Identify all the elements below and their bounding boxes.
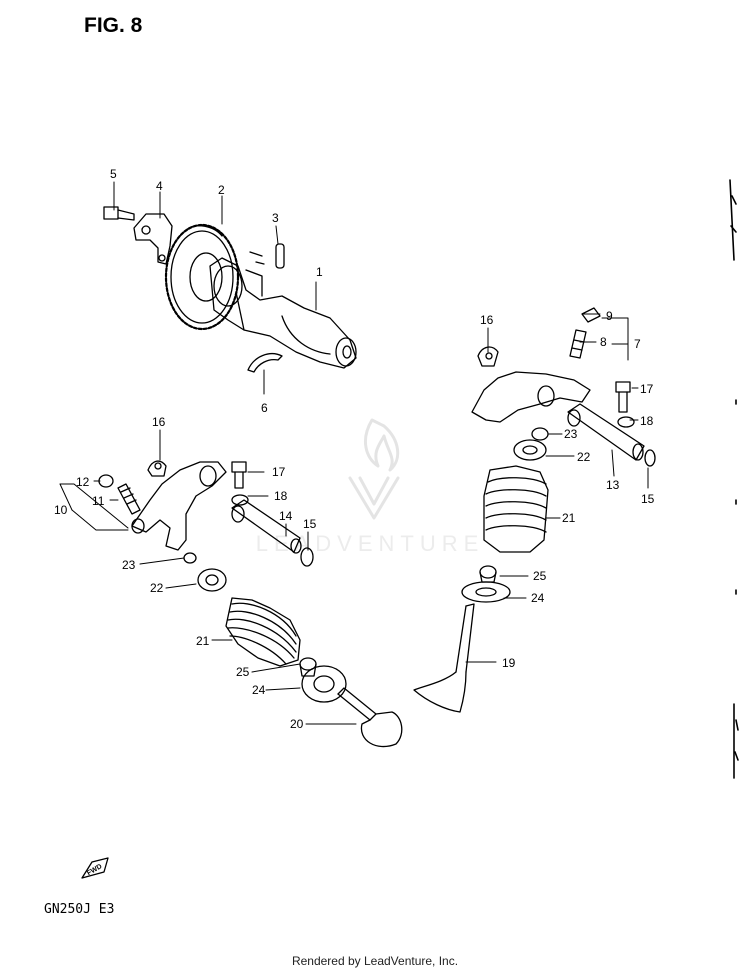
nut-12 bbox=[98, 474, 114, 488]
callout-25-right: 25 bbox=[533, 569, 547, 583]
callout-2: 2 bbox=[218, 183, 225, 197]
callout-20: 20 bbox=[290, 717, 304, 731]
nut-23-right bbox=[531, 427, 549, 441]
washer-18-right bbox=[617, 416, 635, 428]
scan-edge-marks bbox=[729, 179, 739, 779]
callout-23-right: 23 bbox=[564, 427, 578, 441]
spring-21-left bbox=[225, 597, 301, 667]
callout-19: 19 bbox=[502, 656, 516, 670]
callout-7: 7 bbox=[634, 337, 641, 351]
callout-13: 13 bbox=[606, 478, 620, 492]
callout-labels: 1 2 3 4 5 6 7 8 9 10 11 12 13 14 15 15 1… bbox=[54, 167, 655, 877]
rocker-shaft-right bbox=[567, 403, 645, 461]
callout-11: 11 bbox=[92, 494, 105, 508]
camshaft bbox=[209, 257, 357, 369]
callout-22-right: 22 bbox=[577, 450, 591, 464]
callout-17-left: 17 bbox=[272, 465, 286, 479]
footer-credit: Rendered by LeadVenture, Inc. bbox=[291, 954, 459, 968]
model-code: GN250J E3 bbox=[44, 902, 115, 917]
nut-9 bbox=[581, 307, 601, 323]
leader-lines bbox=[59, 181, 649, 725]
callout-8: 8 bbox=[600, 335, 607, 349]
callout-4: 4 bbox=[156, 179, 163, 193]
callout-23-left: 23 bbox=[122, 558, 136, 572]
seat-24-right bbox=[461, 581, 511, 603]
retainer-22-right bbox=[513, 439, 547, 461]
fwd-arrow-icon bbox=[81, 857, 109, 879]
callout-24-right: 24 bbox=[531, 591, 545, 605]
callout-17-right: 17 bbox=[640, 382, 654, 396]
callout-21-right: 21 bbox=[562, 511, 576, 525]
nut-23-left bbox=[183, 552, 197, 564]
callout-5: 5 bbox=[110, 167, 117, 181]
cam-pin bbox=[275, 243, 285, 269]
cotter-25-left bbox=[299, 657, 317, 677]
callout-16-right: 16 bbox=[480, 313, 494, 327]
callout-24-left: 24 bbox=[252, 683, 266, 697]
valve-19 bbox=[413, 603, 475, 713]
adjuster-screw-11 bbox=[117, 483, 141, 515]
spring-21-right bbox=[483, 465, 549, 553]
cotter-25-right bbox=[479, 565, 497, 583]
bolt-5 bbox=[103, 206, 135, 221]
washer-18-left bbox=[231, 494, 249, 506]
callout-15-left: 15 bbox=[303, 517, 317, 531]
callout-18-left: 18 bbox=[274, 489, 288, 503]
callout-18-right: 18 bbox=[640, 414, 654, 428]
rocker-shaft-left bbox=[231, 499, 302, 554]
bolt-17-right bbox=[615, 381, 631, 413]
callout-21-left: 21 bbox=[196, 634, 210, 648]
bolt-17-left bbox=[231, 461, 247, 489]
callout-3: 3 bbox=[272, 211, 279, 225]
rocker-arm-right bbox=[471, 346, 591, 423]
callout-15-right: 15 bbox=[641, 492, 655, 506]
figure-title: FIG. 8 bbox=[84, 14, 143, 37]
callout-6: 6 bbox=[261, 401, 268, 415]
callout-1: 1 bbox=[316, 265, 323, 279]
cam-sprocket bbox=[164, 223, 240, 331]
retainer-22-left bbox=[197, 568, 227, 592]
seat-24-left bbox=[301, 665, 347, 703]
plate-4 bbox=[133, 213, 173, 265]
callout-14: 14 bbox=[279, 509, 293, 523]
oring-15-right bbox=[644, 449, 656, 467]
clip-6 bbox=[247, 353, 283, 373]
callout-9: 9 bbox=[606, 309, 613, 323]
callout-25-left: 25 bbox=[236, 665, 250, 679]
callout-10: 10 bbox=[54, 503, 68, 517]
watermark-logo bbox=[348, 418, 400, 520]
valve-20 bbox=[337, 687, 403, 748]
rocker-arm-left bbox=[131, 460, 227, 551]
callout-12: 12 bbox=[76, 475, 90, 489]
callout-16-left: 16 bbox=[152, 415, 166, 429]
adjuster-screw-8 bbox=[569, 329, 587, 359]
oring-15-left bbox=[300, 547, 314, 567]
callout-22-left: 22 bbox=[150, 581, 164, 595]
